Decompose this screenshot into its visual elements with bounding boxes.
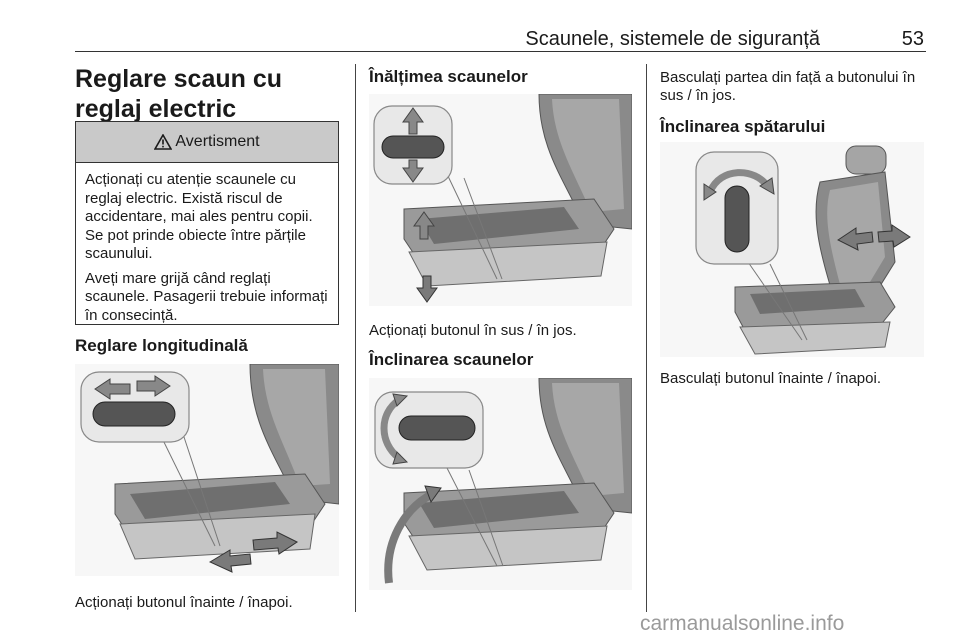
subsection-heading: Reglare longitudinală	[75, 336, 248, 355]
warning-title: Avertisment	[175, 133, 260, 150]
backrest-tilt-illustration	[660, 142, 924, 357]
body-paragraph: Basculați partea din față a butonului în…	[660, 69, 916, 104]
page-number: 53	[901, 28, 924, 50]
seat-tilt-illustration	[369, 378, 632, 590]
header-divider	[75, 51, 926, 52]
column-divider	[646, 64, 647, 612]
watermark: carmanualsonline.info	[640, 612, 845, 635]
warning-triangle-icon	[154, 134, 173, 150]
column-divider	[355, 64, 356, 612]
warning-box: Avertisment Acționați cu atenție scaunel…	[75, 121, 339, 325]
seat-longitudinal-illustration	[75, 364, 339, 576]
section-heading: Înclinarea scaunelor	[369, 350, 534, 369]
page-header-title: Scaunele, sistemele de siguranță	[525, 28, 820, 50]
figure-caption: Acționați butonul înainte / înapoi.	[75, 594, 293, 611]
section-heading: Reglare scaun cu reglaj electric	[75, 65, 283, 123]
warning-header: Avertisment	[76, 122, 338, 163]
figure-caption: Basculați butonul înainte / înapoi.	[660, 370, 881, 387]
figure-caption: Acționați butonul în sus / în jos.	[369, 322, 577, 339]
warning-body: Acționați cu atenție scaunele cu reglaj …	[76, 163, 338, 325]
section-heading: Înclinarea spătarului	[660, 117, 826, 136]
warning-paragraph: Acționați cu atenție scaunele cu reglaj …	[85, 171, 313, 262]
warning-paragraph: Aveți mare grijă când reglați scaunele. …	[85, 269, 328, 324]
seat-height-illustration	[369, 94, 632, 306]
section-heading: Înălțimea scaunelor	[369, 67, 528, 86]
